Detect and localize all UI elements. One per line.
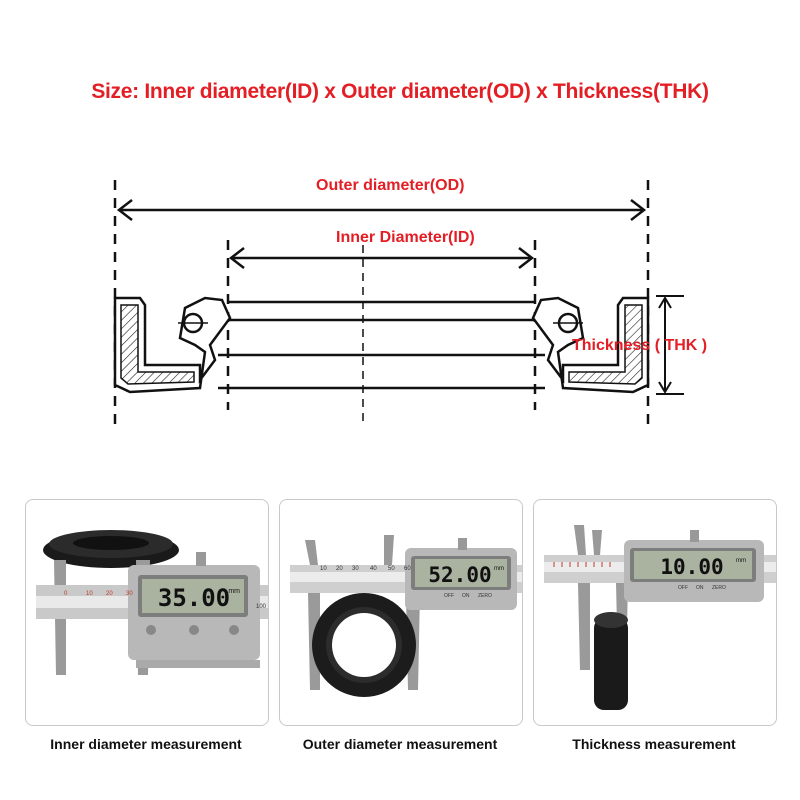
zero-button-label: ZERO [478,593,492,599]
od-label: Outer diameter(OD) [316,177,465,194]
inner-diameter-caption: Inner diameter measurement [50,736,242,752]
oil-seal-cross-section-diagram [113,180,684,425]
inner-diameter-photo-panel: 35.00 mm 0 10 20 30 100 [25,499,269,726]
lcd-unit: mm [494,566,504,572]
scale-tick: 20 [106,591,113,597]
thickness-caption: Thickness measurement [572,736,736,752]
lcd-reading: 10.00 [660,555,723,579]
scale-tick: 60 [404,566,411,572]
thk-label: Thickness ( THK ) [572,337,708,354]
scale-tick: 10 [86,591,93,597]
scale-tick: 30 [352,566,359,572]
scale-tick: 30 [126,591,133,597]
on-button-label: ON [462,593,470,599]
scale-tick: 100 [256,604,267,610]
seal-profile-left [113,296,232,394]
lcd-unit: mm [736,558,746,564]
on-button-label: ON [696,585,704,591]
id-label: Inner Diameter(ID) [336,229,475,246]
outer-diameter-photo-panel: 52.00 mm OFF ON ZERO 10 20 30 40 50 60 [279,499,523,726]
caliper-photo-inner: 35.00 mm 0 10 20 30 100 [36,530,268,675]
scale-tick: 40 [370,566,377,572]
outer-diameter-caption: Outer diameter measurement [302,736,498,752]
lcd-reading: 35.00 [158,584,230,612]
off-button-label: OFF [678,585,688,591]
scale-tick: 10 [320,566,327,572]
scale-tick: 0 [64,591,68,597]
od-dimension-arrow [116,199,647,221]
lcd-reading: 52.00 [428,563,491,587]
scale-tick: 20 [336,566,343,572]
scale-tick: 50 [388,566,395,572]
lcd-unit: mm [228,588,240,595]
zero-button-label: ZERO [712,585,726,591]
off-button-label: OFF [444,593,454,599]
caliper-photo-thickness: 10.00 mm OFF ON ZERO [544,525,776,710]
seal-profile-right [531,296,650,394]
page-title: Size: Inner diameter(ID) x Outer diamete… [91,80,709,103]
caliper-photo-outer: 52.00 mm OFF ON ZERO 10 20 30 40 50 60 [290,535,522,697]
thickness-photo-panel: 10.00 mm OFF ON ZERO [533,499,777,726]
thk-dimension-arrow [656,295,684,395]
id-dimension-arrow [228,247,535,269]
